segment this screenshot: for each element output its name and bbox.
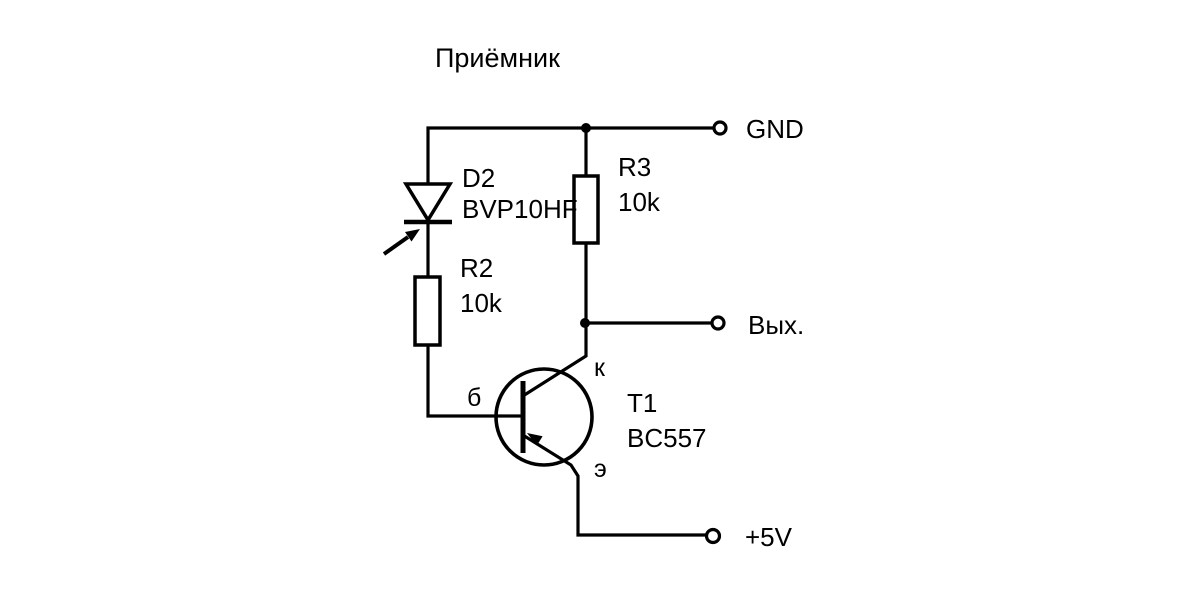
photodiode-part-label: BVP10HF bbox=[462, 194, 578, 224]
transistor-body-circle bbox=[494, 367, 594, 467]
transistor-ref-label: T1 bbox=[627, 388, 657, 418]
pin-collector-label: к bbox=[594, 354, 606, 382]
pin-emitter-label: э bbox=[594, 455, 607, 483]
schematic-title: Приёмник bbox=[435, 43, 560, 73]
gnd-terminal bbox=[712, 120, 728, 136]
gnd-label: GND bbox=[746, 114, 804, 144]
pin-base-label: б bbox=[467, 384, 481, 412]
wire-top-gnd bbox=[426, 126, 716, 186]
vcc-label: +5V bbox=[745, 522, 793, 552]
resistor-r2-ref-label: R2 bbox=[460, 253, 493, 283]
transistor-part-label: BC557 bbox=[627, 423, 707, 453]
transistor-emitter-arrow bbox=[527, 433, 543, 446]
vcc-terminal bbox=[704, 527, 722, 545]
wire-r2-to-base bbox=[426, 343, 523, 418]
wire-emitter-to-vcc bbox=[523, 434, 708, 537]
photodiode-ref-label: D2 bbox=[462, 163, 495, 193]
photodiode-triangle bbox=[402, 182, 454, 224]
light-arrow-icon bbox=[382, 229, 420, 256]
resistor-r2-body bbox=[413, 275, 442, 347]
junction-dot-output bbox=[580, 318, 590, 328]
wire-r3-to-collector bbox=[523, 241, 588, 397]
resistor-r3-body bbox=[572, 174, 600, 245]
resistor-r3-ref-label: R3 bbox=[618, 152, 651, 182]
output-label: Вых. bbox=[748, 310, 804, 340]
resistor-r3-value-label: 10k bbox=[618, 187, 661, 217]
output-terminal bbox=[710, 315, 726, 331]
resistor-r2-value-label: 10k bbox=[460, 288, 503, 318]
junction-dot-top bbox=[581, 123, 591, 133]
